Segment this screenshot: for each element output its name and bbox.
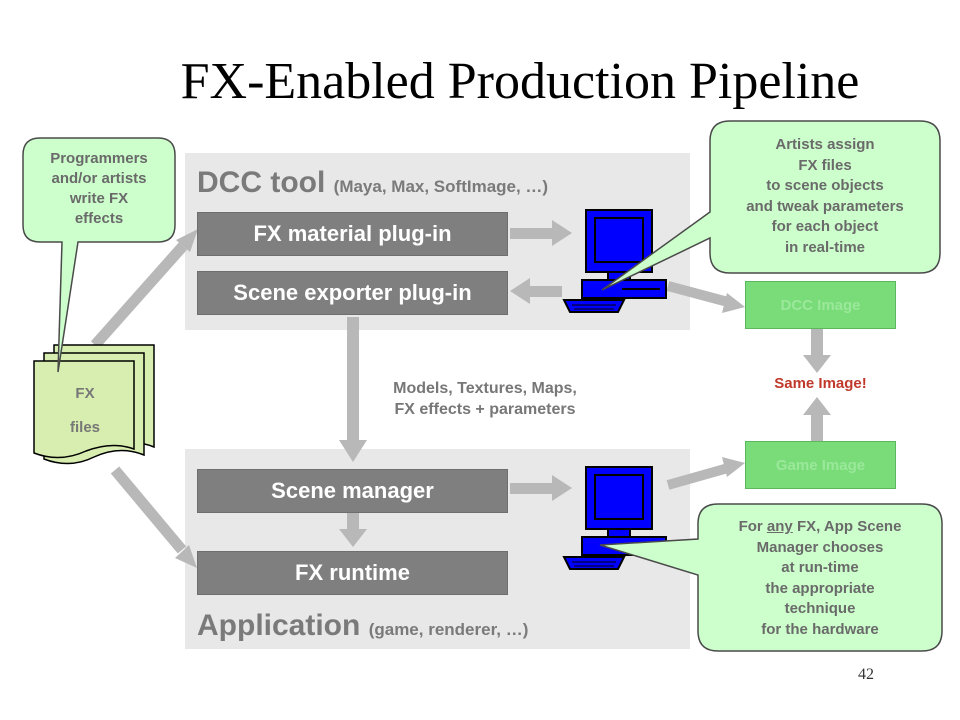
scene-exporter-plugin-box: Scene exporter plug-in (197, 271, 508, 315)
scene-manager-box: Scene manager (197, 469, 508, 513)
dcc-tool-heading: DCC tool (Maya, Max, SoftImage, …) (197, 166, 548, 200)
slide-title: FX-Enabled Production Pipeline (180, 53, 860, 110)
callout-artists-line: in real-time (784, 238, 866, 256)
callout-artists-line: FX files (798, 156, 852, 174)
dcc-tool-subtitle: (Maya, Max, SoftImage, …) (333, 177, 549, 196)
application-title: Application (197, 609, 361, 642)
callout-for-any-line: technique (784, 600, 856, 617)
arrow-game-image-up (803, 397, 831, 442)
callout-for-any-post: FX, App Scene (792, 518, 902, 535)
callout-for-any-line: at run-time (781, 559, 859, 576)
arrow-fx-to-dcc (90, 229, 198, 349)
arrow-fx-to-runtime (110, 466, 197, 568)
application-heading: Application (game, renderer, …) (197, 609, 528, 643)
computer-icon (562, 209, 667, 313)
fx-material-plugin-box: FX material plug-in (197, 212, 508, 256)
arrow-scene-manager-to-computer (510, 475, 572, 501)
game-image-box: Game Image (745, 441, 896, 489)
arrow-computer-to-dcc-image (666, 281, 745, 313)
arrow-plugin-to-computer (510, 220, 572, 246)
fx-runtime-box: FX runtime (197, 551, 508, 595)
computer-icon (562, 466, 667, 570)
callout-artists-line: for each object (771, 218, 879, 235)
application-subtitle: (game, renderer, …) (368, 620, 529, 639)
callout-artists-text: Artists assign FX files to scene objects… (712, 135, 938, 258)
callout-for-any-line: the appropriate (765, 579, 875, 597)
same-image-label: Same Image! (774, 375, 867, 392)
callout-for-any-underlined: any (766, 518, 793, 535)
slide-number: 42 (858, 666, 874, 683)
dcc-tool-title: DCC tool (197, 166, 326, 199)
callout-programmers-line: effects (74, 210, 124, 227)
dcc-image-box: DCC Image (745, 281, 896, 329)
arrow-scene-manager-to-runtime (339, 511, 367, 547)
callout-programmers-line: and/or artists (51, 170, 147, 187)
callout-for-any-text: For any FX, App Scene Manager chooses at… (700, 517, 940, 640)
fx-files-label: FX files (38, 377, 132, 445)
arrow-computer-to-game-image (666, 457, 745, 490)
callout-for-any-line: For any FX, App Scene (700, 517, 940, 538)
callout-for-any-line: Manager chooses (756, 538, 884, 556)
callout-programmers-line: Programmers (50, 150, 148, 167)
callout-for-any-pre: For (738, 518, 767, 535)
arrow-computer-to-exporter (510, 278, 562, 304)
fx-files-label-line1: FX (75, 385, 95, 402)
fx-files-stack-icon (33, 344, 155, 465)
fx-files-label-line2: files (69, 419, 100, 436)
data-flow-label-line1: Models, Textures, Maps, (393, 380, 577, 397)
callout-programmers-text: Programmers and/or artists write FX effe… (25, 149, 173, 229)
data-flow-label-line2: FX effects + parameters (394, 401, 576, 418)
callout-for-any-line: for the hardware (761, 620, 879, 638)
callout-artists-line: and tweak parameters (746, 197, 904, 215)
callout-programmers-line: write FX (69, 190, 129, 207)
callout-artists-line: Artists assign (775, 136, 875, 153)
data-flow-label: Models, Textures, Maps, FX effects + par… (365, 378, 605, 420)
callout-artists-line: to scene objects (766, 177, 884, 194)
arrow-export-to-scene-manager (339, 317, 367, 462)
arrow-dcc-image-down (803, 329, 831, 373)
